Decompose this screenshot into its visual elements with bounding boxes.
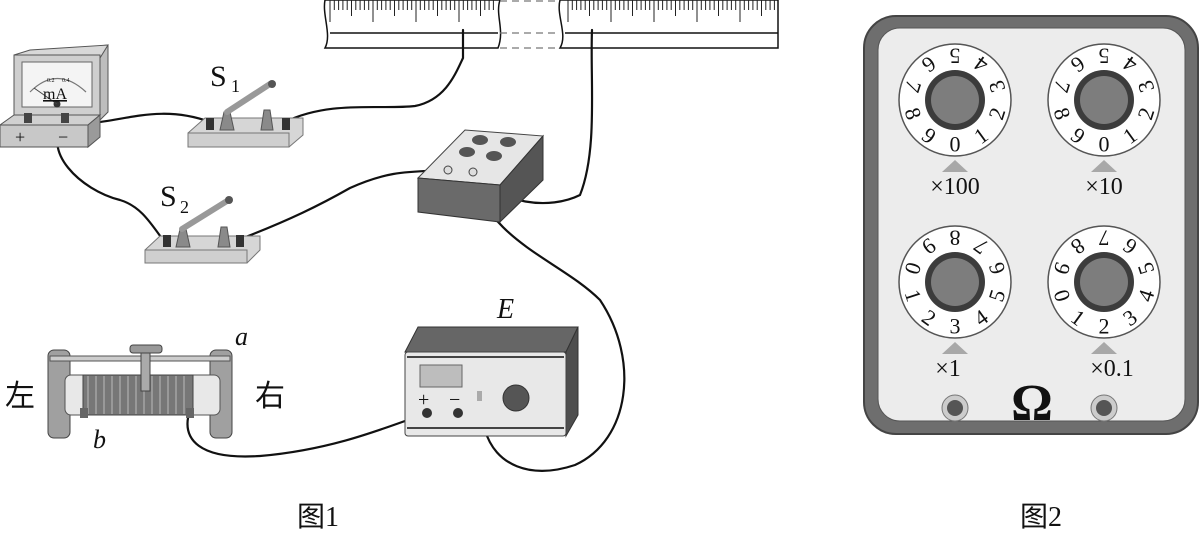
ohm-unit-label: Ω bbox=[1011, 375, 1053, 432]
meter-unit-label: mA bbox=[43, 86, 67, 103]
meter-plus-sign: + bbox=[15, 127, 25, 147]
meter-scale-mark: 0.2 bbox=[47, 78, 55, 84]
meter-scale-mark: 0.4 bbox=[62, 78, 70, 84]
rheostat-end-b: b bbox=[93, 425, 106, 454]
dial-digit: 5 bbox=[1099, 44, 1110, 69]
meter-minus-sign: − bbox=[58, 127, 68, 147]
meter-minus-terminal bbox=[61, 113, 69, 123]
ruler bbox=[323, 0, 779, 49]
switch-s1-label: S bbox=[210, 60, 227, 93]
dial-multiplier-label: ×0.1 bbox=[1090, 356, 1134, 382]
power-supply-label: E bbox=[496, 294, 514, 325]
switch-s1-subscript: 1 bbox=[231, 76, 240, 96]
dial-pointer-icon bbox=[1091, 160, 1117, 172]
dial-digit: 2 bbox=[1099, 314, 1110, 339]
switch-s1: S 1 bbox=[187, 60, 304, 148]
figure1-caption: 图1 bbox=[297, 502, 339, 533]
dial-multiplier-label: ×1 bbox=[935, 356, 961, 382]
figure2-caption: 图2 bbox=[1020, 502, 1062, 533]
rheostat-end-a: a bbox=[235, 322, 248, 351]
dial-digit: 0 bbox=[950, 132, 961, 157]
knob-cap bbox=[931, 76, 979, 124]
power-plus-sign: + bbox=[418, 389, 429, 411]
dial-digit: 0 bbox=[1099, 132, 1110, 157]
dial-digit: 5 bbox=[950, 44, 961, 69]
switch-s2: S 2 bbox=[144, 180, 261, 264]
switch-s2-subscript: 2 bbox=[180, 197, 189, 217]
dial-multiplier-label: ×100 bbox=[930, 174, 980, 200]
knob-cap bbox=[1080, 258, 1128, 306]
dial-pointer-icon bbox=[942, 342, 968, 354]
ruler-ticks bbox=[329, 0, 775, 22]
knob-cap bbox=[1080, 76, 1128, 124]
milliammeter: 0.2 0.4 mA + − bbox=[0, 44, 109, 149]
meter-plus-terminal bbox=[24, 113, 32, 123]
right-label: 右 bbox=[255, 380, 285, 413]
power-supply: + − E bbox=[404, 294, 579, 438]
power-minus-sign: − bbox=[449, 389, 460, 411]
dial-digit: 3 bbox=[950, 314, 961, 339]
dial-pointer-icon bbox=[942, 160, 968, 172]
dial-digit: 8 bbox=[950, 226, 961, 251]
switch-s2-label: S bbox=[160, 180, 177, 213]
terminal-box bbox=[416, 129, 545, 224]
dial-pointer-icon bbox=[1091, 342, 1117, 354]
rheostat: a b 左 右 bbox=[5, 322, 285, 454]
left-label: 左 bbox=[5, 380, 35, 413]
knob-cap bbox=[931, 258, 979, 306]
dial-multiplier-label: ×10 bbox=[1085, 174, 1123, 200]
dial-labels: ×100 ×10 ×1 ×0.1 bbox=[930, 174, 1134, 382]
dial-digit: 7 bbox=[1099, 226, 1110, 251]
